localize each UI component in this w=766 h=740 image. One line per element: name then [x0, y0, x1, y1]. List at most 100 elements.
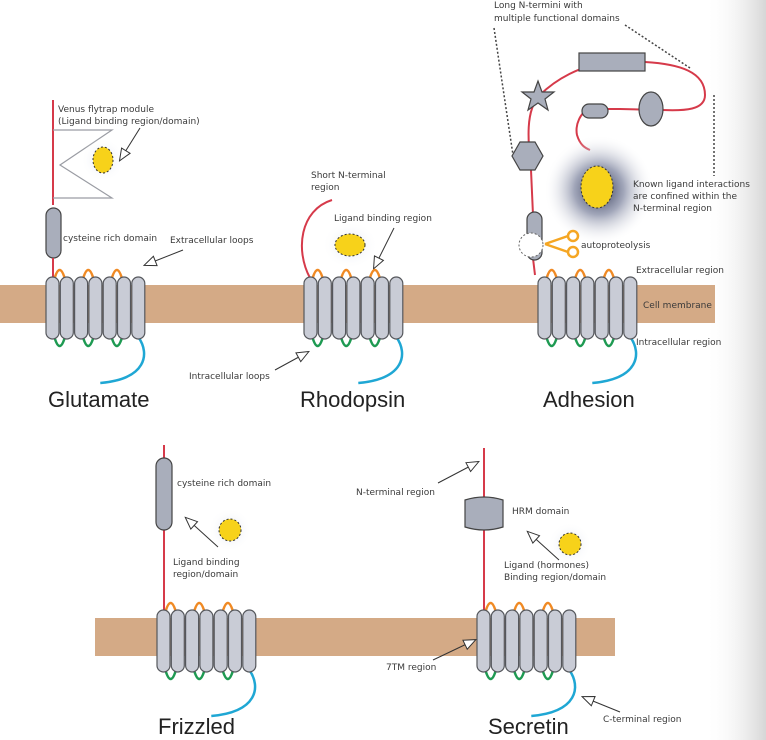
transmembrane-helix — [332, 276, 347, 340]
nterm-arrow — [437, 462, 478, 484]
transmembrane-helix — [116, 276, 132, 340]
nterm-label-line1: Short N-terminal — [311, 171, 386, 181]
7tm-arrow — [432, 640, 475, 661]
ligand — [218, 518, 242, 542]
ecl-label: Extracellular loops — [170, 236, 254, 246]
hrm-domain — [464, 496, 504, 531]
transmembrane-helix — [227, 609, 243, 673]
long-nterm-label-line2: multiple functional domains — [494, 14, 620, 24]
hrm-label: HRM domain — [512, 507, 569, 517]
scissors-icon — [544, 229, 580, 259]
ligand-binding-label: Ligand binding region — [334, 214, 432, 224]
transmembrane-helix — [594, 276, 609, 340]
family-title-frizzled: Frizzled — [158, 714, 235, 739]
transmembrane-helix — [476, 609, 491, 673]
transmembrane-helix — [551, 276, 566, 340]
c-terminus — [100, 336, 146, 385]
c-terminus — [211, 669, 257, 718]
transmembrane-helix — [519, 609, 534, 673]
transmembrane-helix — [185, 609, 200, 673]
ligand — [580, 165, 614, 209]
ligand-arrow — [528, 532, 560, 561]
autoproteolysis-label: autoproteolysis — [581, 241, 651, 251]
transmembrane-helix — [623, 276, 638, 340]
crd-label: cysteine rich domain — [177, 479, 271, 489]
transmembrane-helix — [59, 276, 74, 340]
cterm-arrow — [583, 697, 621, 713]
icl-label: Intracellular loops — [189, 372, 270, 382]
ellipse-domain — [638, 91, 664, 127]
family-title-glutamate: Glutamate — [48, 387, 150, 412]
seven-tm-bundle — [156, 601, 257, 718]
edge-shadow — [705, 0, 766, 740]
adhesion-receptor: Long N-termini with multiple functional … — [493, 1, 750, 412]
transmembrane-helix — [505, 609, 520, 673]
n-terminus — [300, 199, 333, 279]
transmembrane-helix — [317, 276, 332, 340]
c-terminus — [592, 336, 638, 385]
seven-tm-bundle — [537, 268, 638, 385]
transmembrane-helix — [199, 609, 214, 673]
ligand — [558, 532, 582, 556]
transmembrane-helix — [533, 609, 548, 673]
seven-tm-bundle — [303, 268, 404, 385]
vft-label-line1: Venus flytrap module — [58, 105, 154, 115]
ligand-label-line2: region/domain — [173, 570, 238, 580]
transmembrane-helix — [88, 276, 103, 340]
intracellular-region-label: Intracellular region — [636, 338, 721, 348]
crd-label: cysteine rich domain — [63, 234, 157, 244]
nterm-label-line2: region — [311, 183, 339, 193]
family-title-rhodopsin: Rhodopsin — [300, 387, 405, 412]
vft-arrow — [120, 127, 141, 160]
transmembrane-helix — [346, 276, 361, 340]
transmembrane-helix — [242, 609, 257, 673]
transmembrane-helix — [45, 276, 60, 340]
transmembrane-helix — [490, 609, 505, 673]
7tm-label: 7TM region — [386, 663, 436, 673]
transmembrane-helix — [131, 276, 146, 340]
ligand-label-line1: Ligand binding — [173, 558, 240, 568]
cysteine-rich-domain — [45, 207, 62, 259]
bracket-right — [624, 24, 691, 69]
frizzled-receptor: cysteine rich domain Ligand binding regi… — [155, 445, 271, 739]
seven-tm-bundle — [476, 601, 577, 718]
nterm-label: N-terminal region — [356, 488, 435, 498]
transmembrane-helix — [565, 276, 581, 340]
extracellular-region-label: Extracellular region — [636, 266, 724, 276]
long-nterm-label-line1: Long N-termini with — [494, 1, 583, 11]
rectangle-domain — [578, 52, 646, 72]
transmembrane-helix — [580, 276, 595, 340]
c-terminus — [358, 336, 404, 385]
bracket-left — [493, 27, 514, 156]
secretin-receptor: HRM domain N-terminal region Ligand (hor… — [356, 448, 681, 739]
known-ligand-label-line2: are confined within the — [633, 192, 737, 202]
ligand-arrow — [186, 518, 219, 548]
ecl-arrow — [145, 249, 184, 265]
cleavage-site — [518, 232, 544, 258]
ligand-label-line2: Binding region/domain — [504, 573, 606, 583]
cysteine-rich-domain — [155, 457, 173, 531]
transmembrane-helix — [156, 609, 171, 673]
known-ligand-label-line3: N-terminal region — [633, 204, 712, 214]
transmembrane-helix — [608, 276, 624, 340]
family-title-adhesion: Adhesion — [543, 387, 635, 412]
venus-flytrap-module — [53, 129, 115, 199]
transmembrane-helix — [389, 276, 404, 340]
oval-domain — [581, 103, 609, 119]
transmembrane-helix — [213, 609, 228, 673]
transmembrane-helix — [547, 609, 563, 673]
cterm-label: C-terminal region — [603, 715, 681, 725]
vft-label-line2: (Ligand binding region/domain) — [58, 117, 200, 127]
transmembrane-helix — [562, 609, 577, 673]
ligand — [334, 233, 366, 257]
c-terminus — [531, 669, 577, 718]
transmembrane-helix — [102, 276, 117, 340]
transmembrane-helix — [360, 276, 375, 340]
glutamate-receptor: Venus flytrap module (Ligand binding reg… — [45, 100, 254, 412]
known-ligand-label-line1: Known ligand interactions — [633, 180, 750, 190]
rhodopsin-receptor: Short N-terminal region Ligand binding r… — [189, 171, 432, 412]
transmembrane-helix — [374, 276, 390, 340]
star-domain — [520, 79, 556, 112]
